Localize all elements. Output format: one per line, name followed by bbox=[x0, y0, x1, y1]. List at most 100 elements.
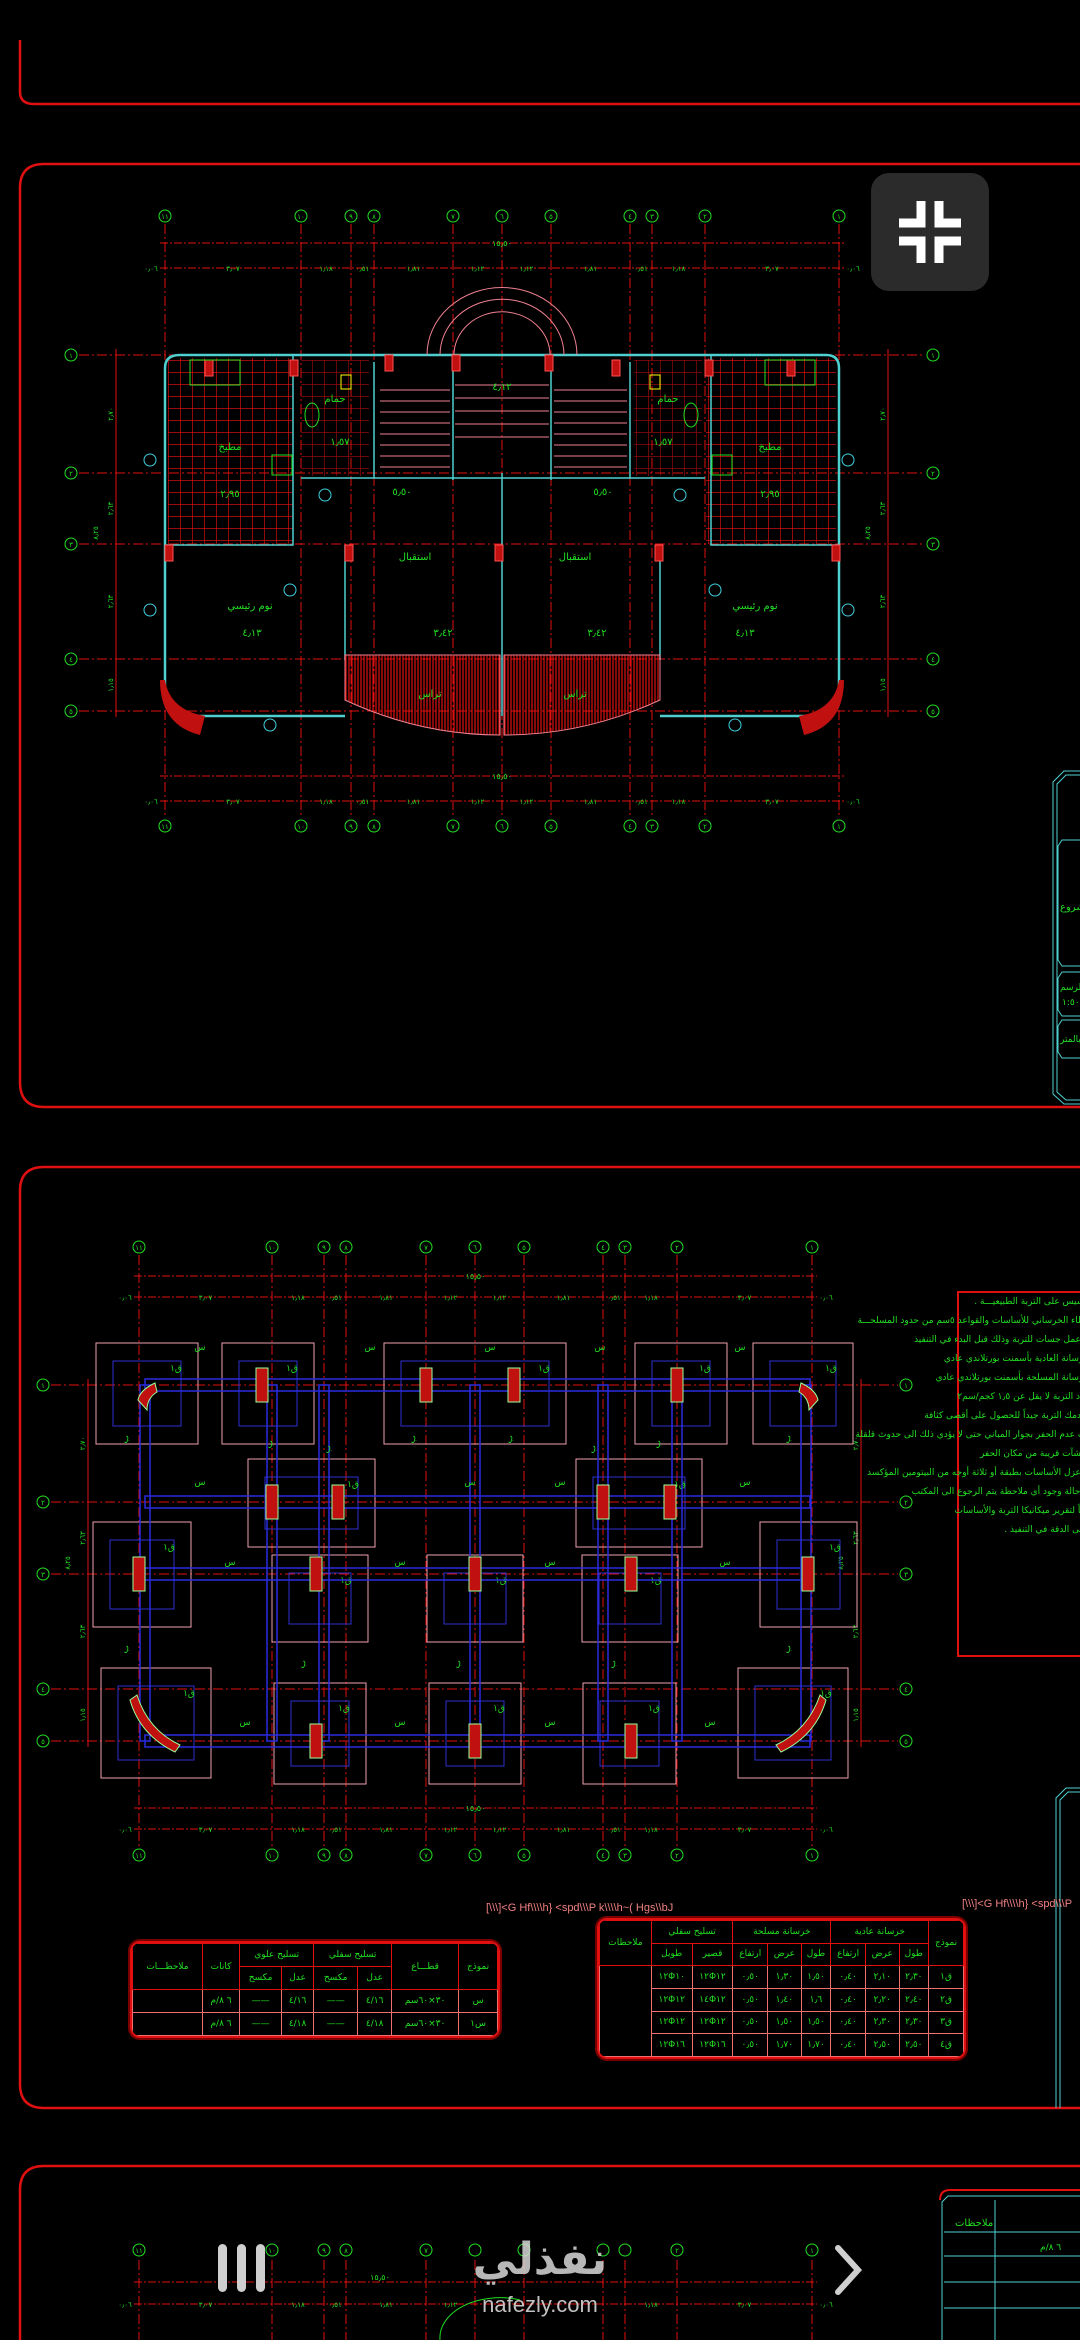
footing-label: ق١ bbox=[347, 1480, 359, 1490]
hdr-length: طول bbox=[898, 1942, 930, 1967]
grid-bubble-label: ٧ bbox=[424, 2247, 428, 2255]
pages-button[interactable] bbox=[214, 2240, 270, 2296]
hdr-width: عرض bbox=[767, 1942, 802, 1967]
dimension-value: ٠٫٥١ bbox=[634, 798, 648, 806]
grid-bubble bbox=[495, 819, 509, 833]
grid-bubble bbox=[618, 1240, 632, 1254]
general-notes-panel: التأسيس على التربة الطبيعيـــة .الغطاء ا… bbox=[855, 1291, 1080, 1657]
note-line: في حالة وجود أي ملاحظة يتم الرجوع الى ال… bbox=[911, 1487, 1080, 1497]
hdr-section: قطـــاع bbox=[391, 1943, 460, 1990]
footing-label: ق١ bbox=[495, 1576, 507, 1586]
dimension-value: ٠٫٥١ bbox=[328, 1826, 342, 1834]
footing-label: ق١ bbox=[493, 1704, 505, 1714]
column bbox=[289, 359, 299, 377]
grid-bubble bbox=[618, 2243, 632, 2257]
grid-bubble bbox=[367, 819, 381, 833]
beam-label: س bbox=[225, 1558, 236, 1568]
grid-bubble bbox=[132, 1848, 146, 1862]
dimension-value: ٣٫٠٧ bbox=[765, 798, 779, 806]
side-dimension-value: ٢٫٦٣ bbox=[107, 501, 115, 515]
cell: ١٫٤٠ bbox=[767, 1987, 802, 2012]
dimension-value: ٣٫٠٧ bbox=[738, 2301, 752, 2309]
cell: ٠٫٥٠ bbox=[732, 1965, 769, 1989]
grid-bubble-label: ٣ bbox=[931, 541, 935, 549]
note-line: الغطاء الخرساني للأساسات والقواعد ٥سم من… bbox=[857, 1316, 1080, 1326]
grid-bubble bbox=[623, 819, 637, 833]
grid-bubble bbox=[419, 2243, 433, 2257]
beam-label: س bbox=[545, 1558, 556, 1568]
reinforced-footing bbox=[592, 1476, 686, 1530]
grid-bubble bbox=[544, 209, 558, 223]
grid-bubble-label: ٢ bbox=[675, 2247, 679, 2255]
grid-bubble-label: ١١ bbox=[161, 213, 169, 221]
dimension-value: ٣٫٠٧ bbox=[226, 265, 240, 273]
tie-beam-label: ب bbox=[587, 1444, 599, 1455]
tie-beam-label: ب bbox=[407, 1434, 419, 1445]
plain-concrete-footing bbox=[737, 1667, 849, 1779]
grid-bubble-label: ٦ bbox=[473, 1244, 477, 1252]
grid-bubble-label: ١٠ bbox=[297, 823, 305, 831]
cell: ٠٫٤٠ bbox=[830, 2010, 866, 2035]
room-label-kitchen: مطبخ bbox=[758, 442, 781, 453]
side-dimension-value: ١٫١٥ bbox=[107, 678, 115, 692]
dimension-value: ٠٫٠٦ bbox=[846, 265, 860, 273]
cell bbox=[132, 1989, 203, 2013]
cell: ٢٫٣٠ bbox=[898, 2010, 930, 2035]
column bbox=[494, 544, 504, 562]
plain-concrete-footing bbox=[100, 1667, 212, 1779]
dimension-value: ١٫٨١ bbox=[584, 798, 598, 806]
column bbox=[331, 1484, 345, 1520]
hdr-bent: مكسح bbox=[313, 1966, 359, 1990]
hdr-notes: ملاحظات bbox=[599, 1920, 652, 1967]
tie-beam-vertical bbox=[266, 1384, 278, 1742]
grid-bubble bbox=[265, 1848, 279, 1862]
window-tag bbox=[728, 718, 742, 732]
dimension-value: ١٫١٢ bbox=[493, 1826, 507, 1834]
column bbox=[164, 544, 174, 562]
dimension-value: ١٫١٢ bbox=[471, 265, 485, 273]
grid-bubble-label: ٥ bbox=[69, 708, 73, 716]
chevron-right-icon bbox=[835, 2245, 863, 2295]
tie-beam-label: ب bbox=[264, 1439, 276, 1450]
grid-bubble-label: ٩ bbox=[322, 1852, 326, 1860]
column bbox=[596, 1484, 610, 1520]
side-dimension-value: ١٫١٥ bbox=[879, 678, 887, 692]
side-dimension-total: ٨٫٢٥ bbox=[92, 526, 100, 540]
plain-concrete-footing bbox=[752, 1342, 854, 1445]
grid-bubble bbox=[618, 1848, 632, 1862]
room-dimension: ٣٫٤٢ bbox=[433, 628, 452, 639]
cell: —— bbox=[313, 2012, 359, 2036]
grid-bubble-label: ٢ bbox=[675, 1244, 679, 1252]
bath-floor-right bbox=[634, 360, 702, 476]
side-dimension-value: ٢٫٧٠ bbox=[852, 1437, 860, 1451]
dimension-value: ١٫١٨ bbox=[672, 265, 686, 273]
tie-beam-label: ب bbox=[782, 1644, 794, 1655]
room-label-terrace: تراس bbox=[418, 689, 442, 700]
next-page-button[interactable] bbox=[828, 2240, 868, 2300]
grid-bubble bbox=[468, 1240, 482, 1254]
grid-bubble-label: ٥ bbox=[522, 1852, 526, 1860]
beam-label: س bbox=[465, 1478, 476, 1488]
cell: ق٤ bbox=[928, 2033, 964, 2057]
cell: ٦ ٨/م bbox=[201, 2012, 241, 2036]
window-tag bbox=[841, 453, 855, 467]
dimension-value: ٠٫٥١ bbox=[607, 1826, 621, 1834]
dimension-value: ١٫٨١ bbox=[379, 2301, 393, 2309]
grid-bubble bbox=[64, 348, 78, 362]
plain-concrete-footing bbox=[247, 1458, 376, 1548]
note-line: يتم عمل جسات للتربة وذلك قبل البدء في ال… bbox=[914, 1335, 1080, 1345]
room-dimension: ٣٫٤٢ bbox=[587, 628, 606, 639]
exit-fullscreen-button[interactable] bbox=[871, 173, 989, 291]
cell: ٢٫٣٠ bbox=[898, 1965, 930, 1989]
column bbox=[654, 544, 664, 562]
dimension-value: ١٫٨١ bbox=[379, 1826, 393, 1834]
cell: —— bbox=[239, 2012, 282, 2036]
grid-bubble-label: ٢ bbox=[904, 1499, 908, 1507]
grid-bubble bbox=[899, 1567, 913, 1581]
plain-concrete-footing bbox=[575, 1458, 703, 1548]
grid-bubble-label: ٨ bbox=[344, 1852, 348, 1860]
